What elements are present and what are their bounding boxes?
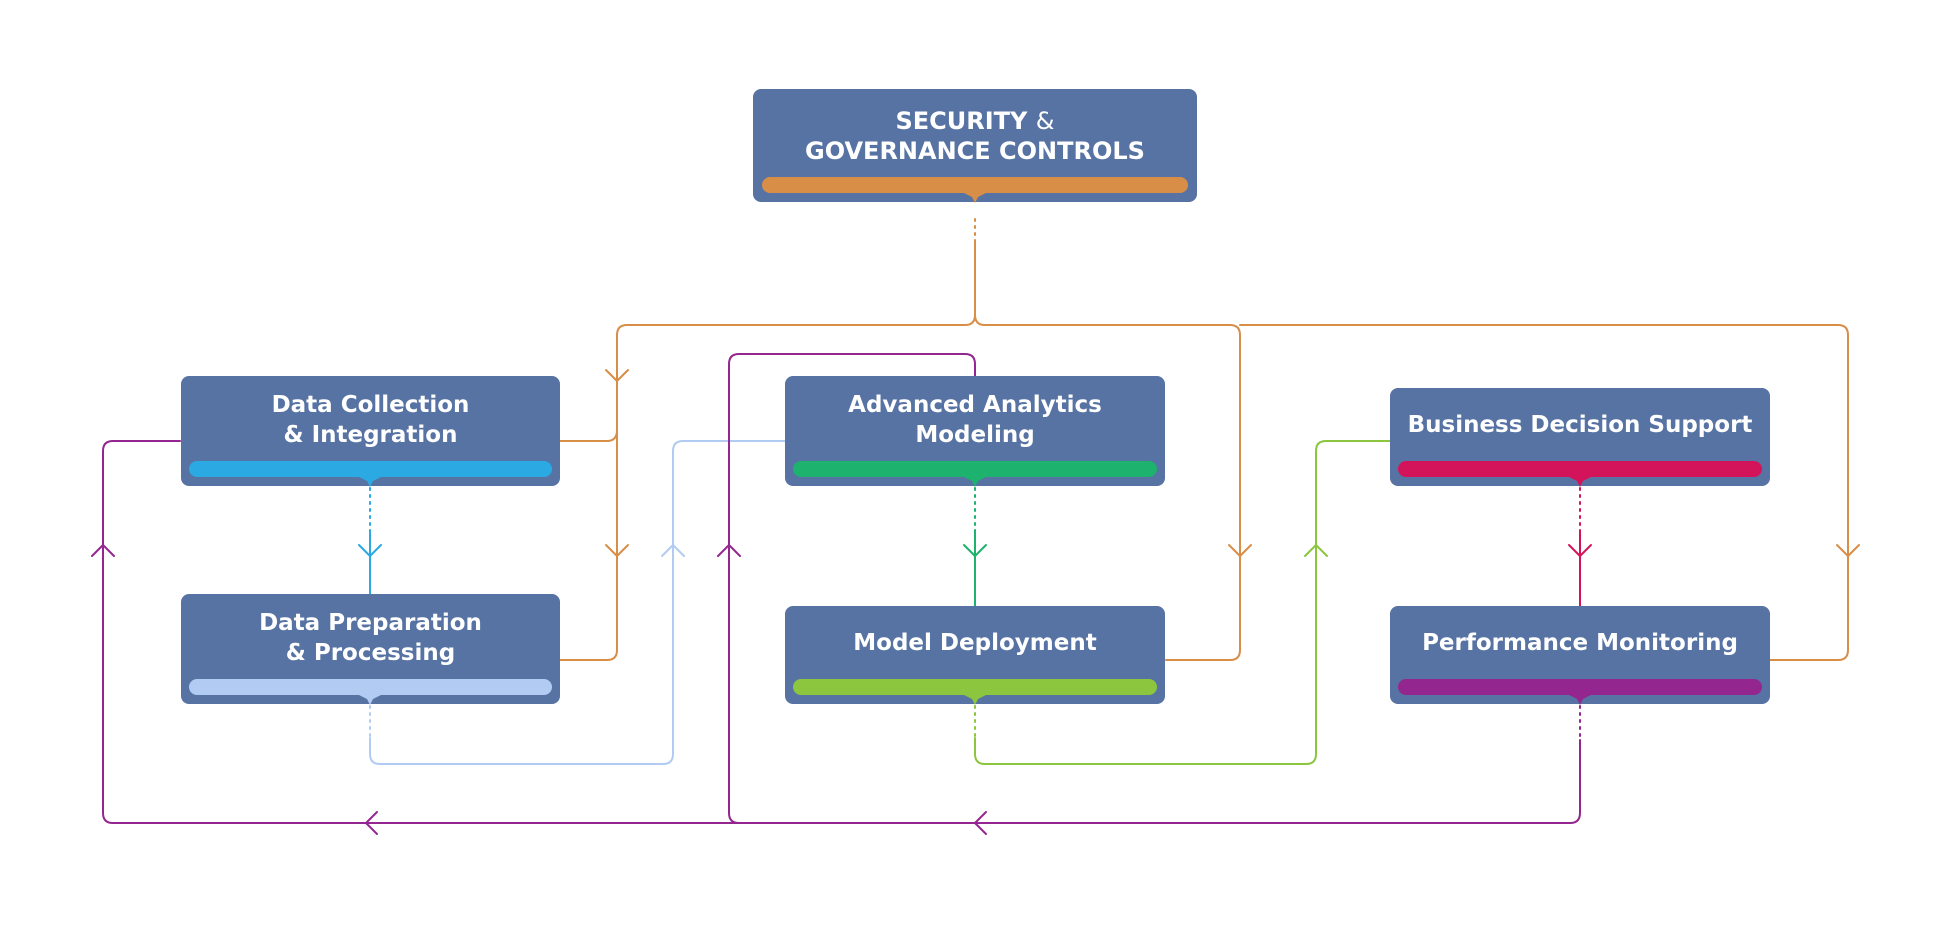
decision-to-monitoring-connector <box>1568 487 1592 607</box>
business-decision-node[interactable]: Business Decision Support <box>1390 388 1770 487</box>
data-preparation-node[interactable]: Data Preparation & Processing <box>181 594 560 705</box>
data-collection-label-line1: Data Collection <box>271 392 470 418</box>
data-preparation-label: Data Preparation & Processing <box>259 608 482 668</box>
collection-to-preparation-connector <box>358 487 382 595</box>
advanced-analytics-accent-tab <box>960 475 990 487</box>
model-deployment-accent-tab <box>960 693 990 705</box>
model-deployment-label-line1: Model Deployment <box>853 630 1097 656</box>
data-preparation-accent-bar <box>189 679 552 695</box>
performance-monitoring-label-line1: Performance Monitoring <box>1422 630 1738 656</box>
data-preparation-label-line1: Data Preparation <box>259 610 482 636</box>
security-accent-bar <box>762 177 1188 193</box>
advanced-analytics-label-line1: Advanced Analytics <box>848 392 1102 418</box>
data-collection-label-line2: & Integration <box>283 422 458 448</box>
model-deployment-label: Model Deployment <box>853 628 1096 658</box>
security-accent-tab <box>960 191 990 203</box>
business-decision-accent-tab <box>1565 475 1595 487</box>
data-preparation-accent-tab <box>355 693 385 705</box>
governance-connectors <box>559 218 1860 661</box>
data-collection-node[interactable]: Data Collection & Integration <box>181 376 560 487</box>
advanced-analytics-node[interactable]: Advanced Analytics Modeling <box>785 376 1165 487</box>
performance-monitoring-label: Performance Monitoring <box>1422 628 1738 658</box>
preparation-to-analytics-connector <box>369 440 786 765</box>
advanced-analytics-label: Advanced Analytics Modeling <box>848 390 1102 450</box>
model-deployment-accent-bar <box>793 679 1157 695</box>
business-decision-label: Business Decision Support <box>1408 410 1753 440</box>
security-governance-label: SECURITY & GOVERNANCE CONTROLS <box>805 106 1145 166</box>
performance-monitoring-accent-tab <box>1565 693 1595 705</box>
security-label-line1: SECURITY <box>895 107 1028 135</box>
performance-monitoring-node[interactable]: Performance Monitoring <box>1390 606 1770 705</box>
performance-monitoring-accent-bar <box>1398 679 1762 695</box>
analytics-to-deployment-connector <box>963 487 987 607</box>
model-deployment-node[interactable]: Model Deployment <box>785 606 1165 705</box>
security-governance-node[interactable]: SECURITY & GOVERNANCE CONTROLS <box>753 89 1197 203</box>
data-collection-accent-tab <box>355 475 385 487</box>
advanced-analytics-accent-bar <box>793 461 1157 477</box>
advanced-analytics-label-line2: Modeling <box>915 422 1035 448</box>
business-decision-accent-bar <box>1398 461 1762 477</box>
monitoring-feedback-connector <box>91 353 1581 835</box>
data-collection-accent-bar <box>189 461 552 477</box>
business-decision-label-line1: Business Decision Support <box>1407 412 1753 438</box>
data-preparation-label-line2: & Processing <box>285 640 456 666</box>
security-label-line2: GOVERNANCE CONTROLS <box>805 137 1145 165</box>
deployment-to-decision-connector <box>974 440 1391 765</box>
data-collection-label: Data Collection & Integration <box>272 390 470 450</box>
security-label-amp: & <box>1035 107 1055 135</box>
